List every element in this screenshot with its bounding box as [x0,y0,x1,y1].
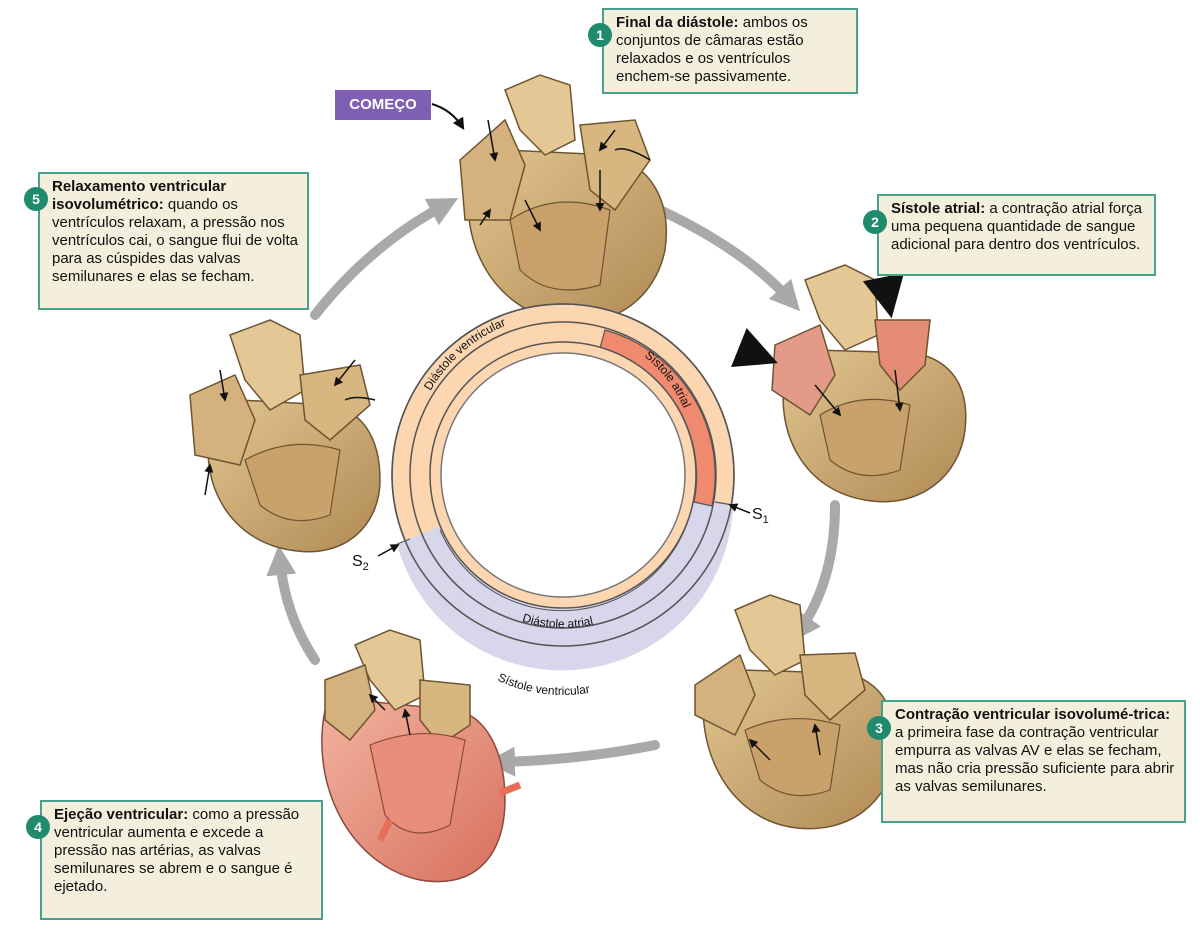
step-4-box: Ejeção ventricular: como a pressão ventr… [40,800,323,920]
heart-illustration-1 [459,74,667,324]
step-2-box: Sístole atrial: a contração atrial força… [877,194,1156,276]
step-3-title: Contração ventricular isovolumé-trica: [895,706,1171,723]
step-5-text: quando os ventrículos relaxam, a pressão… [52,196,298,285]
step-2-title: Sístole atrial: [891,200,986,217]
heart-illustration-3 [694,594,897,830]
step-3-box: Contração ventricular isovolumé-trica: a… [881,700,1186,823]
cycle-arrows [266,197,840,777]
step-1-box: Final da diástole: ambos os conjuntos de… [602,8,858,94]
step-5-title: Relaxamento ventricular isovolumétrico: [52,178,227,213]
start-arrow [431,103,465,131]
step-2-badge: 2 [863,210,887,234]
heart-illustration-5 [189,319,381,553]
step-4-badge: 4 [26,815,50,839]
cycle-ring [391,303,735,671]
step-1-text: ambos os conjuntos de câmaras estão rela… [616,14,808,85]
s1-pointer [728,503,751,514]
start-label: COMEÇO [335,90,431,120]
step-3-text: a primeira fase da contração ventricular… [895,724,1175,795]
step-3-badge: 3 [867,716,891,740]
heart-illustration-4 [321,629,522,883]
s2-pointer [377,544,400,557]
step-4-text: como a pressão ventricular aumenta e exc… [54,806,300,895]
step-5-box: Relaxamento ventricular isovolumétrico: … [38,172,309,310]
step-4-title: Ejeção ventricular: [54,806,189,823]
step-5-badge: 5 [24,187,48,211]
step-1-badge: 1 [588,23,612,47]
heart-illustration-2 [731,264,967,503]
step-1-title: Final da diástole: [616,14,739,31]
outer-bottom-label: Sístole ventricular [496,670,591,698]
step-2-text: a contração atrial força uma pequena qua… [891,200,1142,253]
s1-label: S1 [752,506,769,527]
s2-label: S2 [352,553,369,574]
